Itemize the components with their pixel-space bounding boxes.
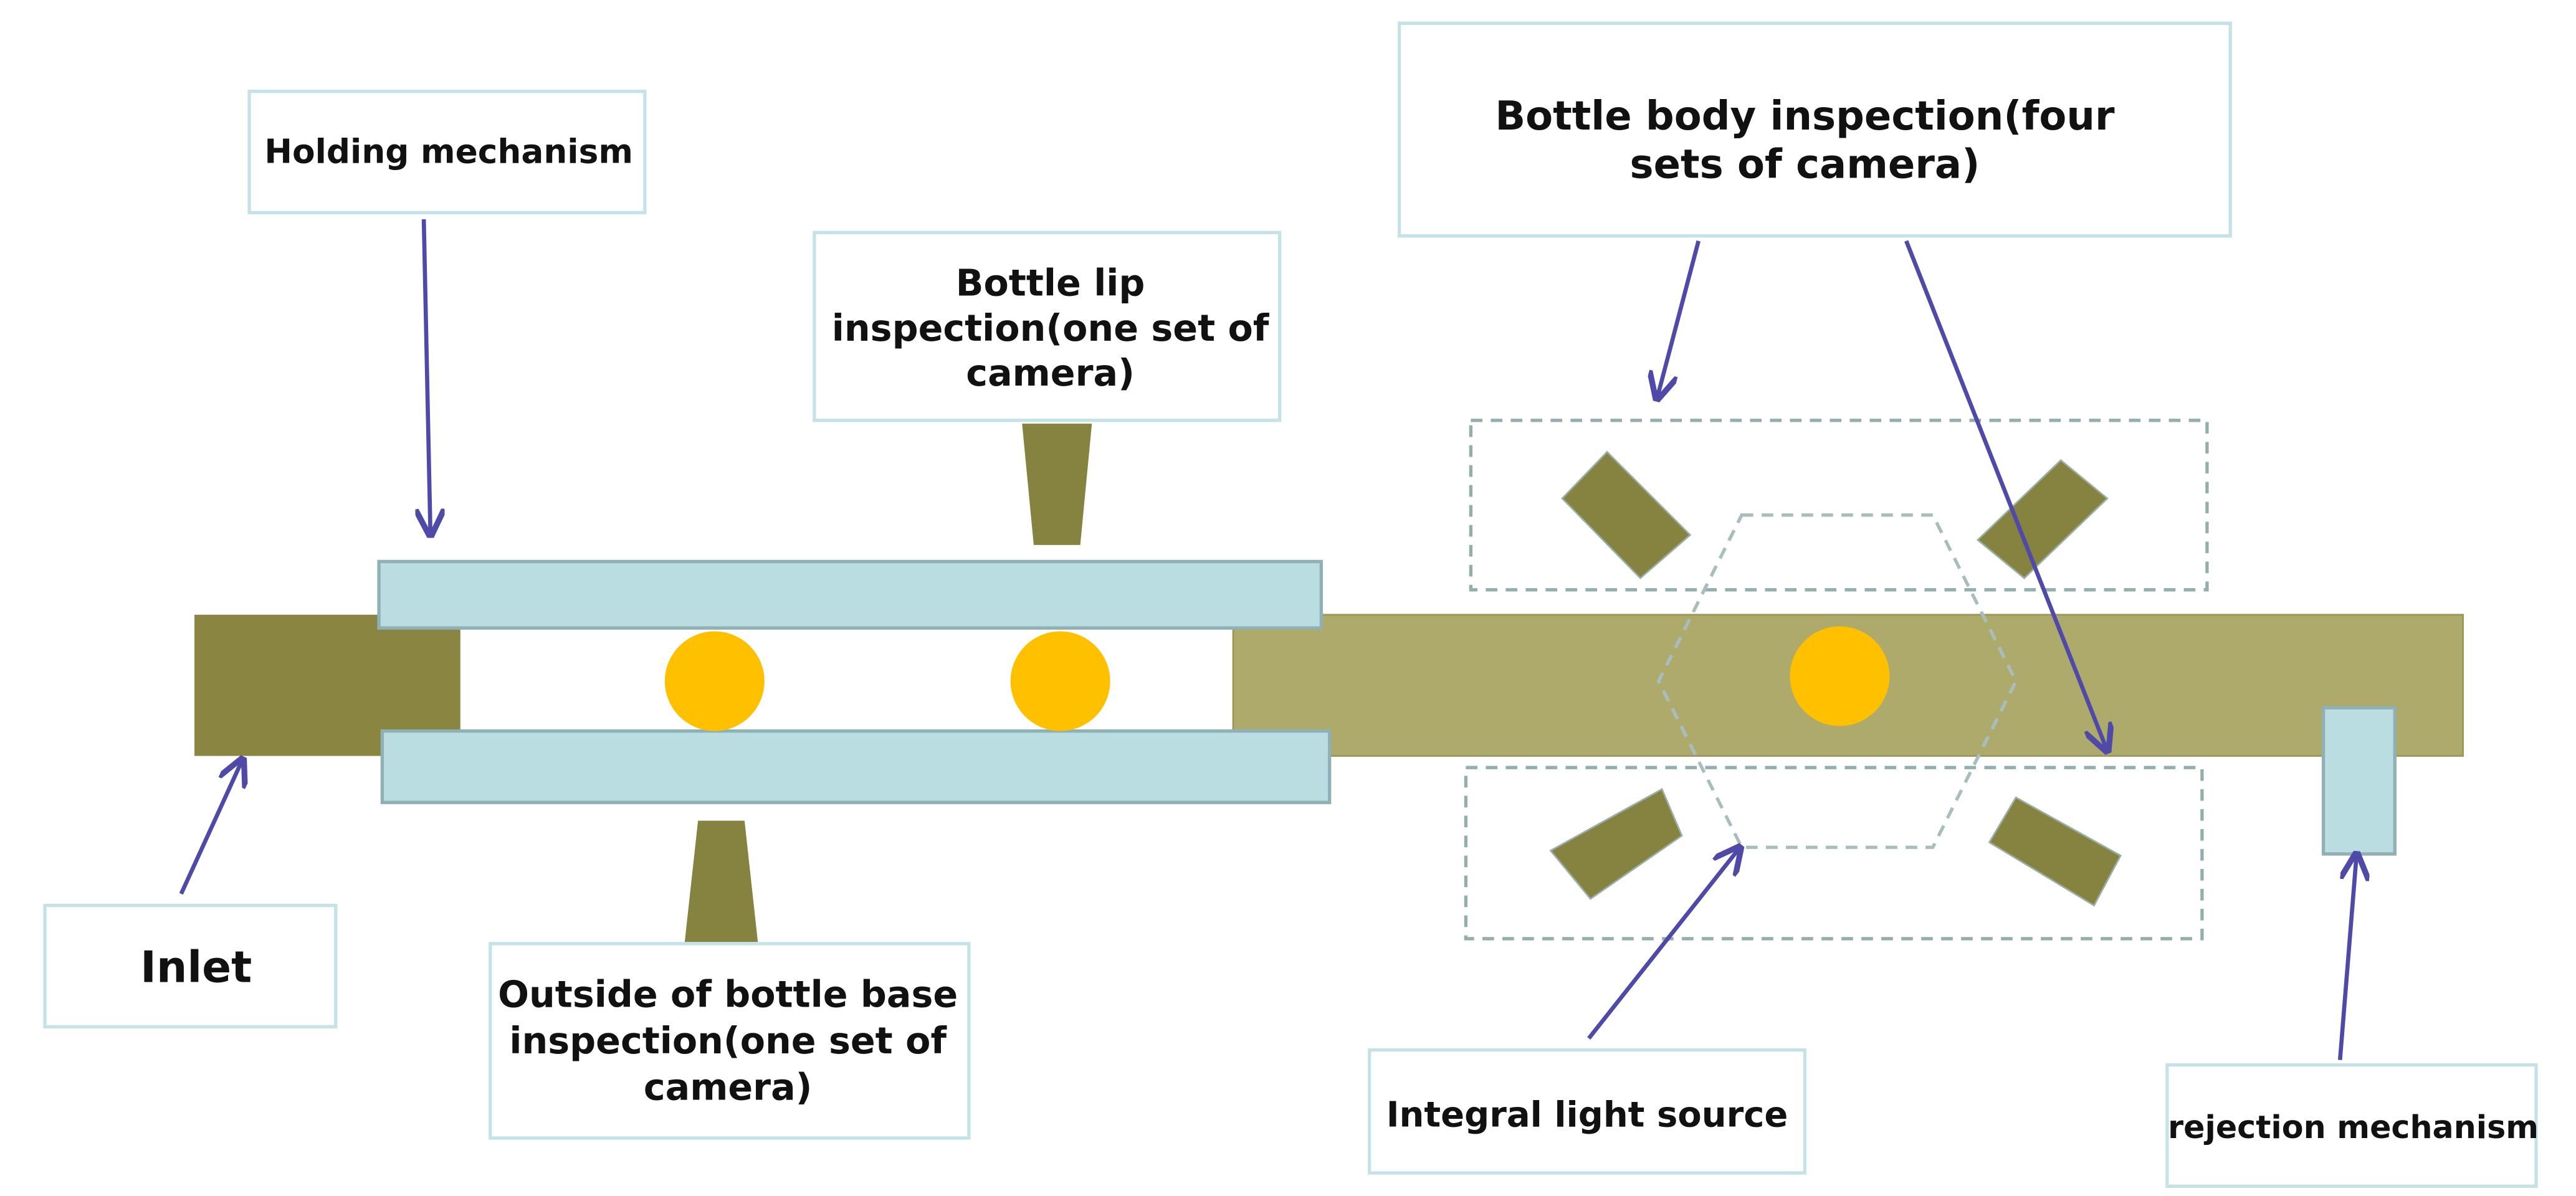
body-label-box	[1398, 21, 2232, 238]
lip-label-line1: Bottle lip	[956, 262, 1145, 305]
lip-label-box	[813, 230, 1282, 422]
base-label-box	[489, 942, 971, 1140]
body-camera-group-top	[1469, 419, 2209, 592]
rejection-label: rejection mechanism	[2168, 1109, 2539, 1146]
bottle-2	[1010, 631, 1110, 731]
base-label-line2: inspection(one set of	[509, 1020, 947, 1062]
rejection-label-box	[2165, 1063, 2538, 1188]
integral-light-hexagon	[1656, 513, 2018, 849]
light-label-box	[1368, 1048, 1807, 1175]
body-label-line1: Bottle body inspection(four	[1495, 93, 2115, 140]
holding-arrow	[424, 219, 431, 535]
light-label: Integral light source	[1386, 1094, 1788, 1135]
bottle-3	[1790, 626, 1890, 726]
holding-rail-bottom	[380, 729, 1332, 804]
rejection-arrow	[2337, 854, 2357, 1060]
body-label-line2: sets of camera)	[1630, 141, 1980, 187]
bottle-lip-camera	[1022, 424, 1092, 545]
holding-label: Holding mechanism	[264, 131, 633, 171]
bottle-1	[664, 631, 765, 731]
holding-rail-top	[377, 559, 1324, 630]
body-camera-group-bottom	[1464, 766, 2204, 941]
bottle-base-camera	[684, 820, 758, 942]
holding-label-box	[247, 90, 647, 215]
inlet-arrow	[179, 759, 243, 895]
body-camera-top-left	[1561, 450, 1692, 579]
body-camera-bottom-right	[1988, 796, 2122, 907]
lip-label-line3: camera)	[966, 352, 1135, 394]
rejection-mechanism-block	[2321, 706, 2397, 856]
body-arrow-left	[1657, 240, 1701, 399]
body-arrow-right	[1904, 240, 2107, 751]
base-label-line3: camera)	[644, 1066, 813, 1109]
inlet-label: Inlet	[140, 942, 252, 992]
body-camera-top-right	[1976, 459, 2109, 579]
lip-label-line2: inspection(one set of	[832, 307, 1270, 349]
body-camera-bottom-left	[1549, 788, 1683, 900]
base-label-line1: Outside of bottle base	[498, 973, 958, 1015]
light-arrow	[1587, 847, 1740, 1040]
inlet-label-box	[43, 903, 338, 1028]
